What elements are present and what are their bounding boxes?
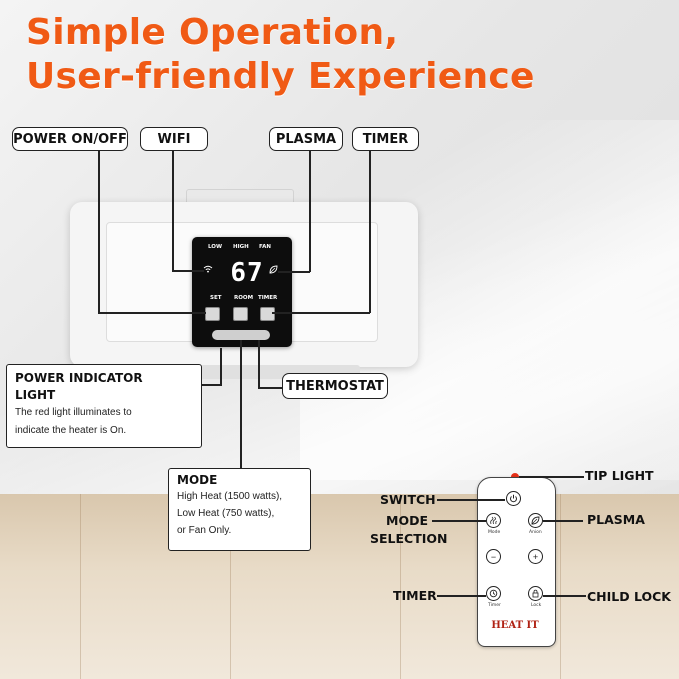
leader-line bbox=[432, 520, 486, 522]
leaf-icon bbox=[269, 265, 278, 276]
mode-title: MODE bbox=[177, 473, 218, 487]
mode-desc-3: or Fan Only. bbox=[177, 525, 232, 536]
leader-line bbox=[543, 595, 586, 597]
power-indicator-title-1: POWER INDICATOR bbox=[15, 371, 143, 385]
leader-line bbox=[437, 595, 486, 597]
floor-seam bbox=[80, 494, 81, 679]
headline-line-1: Simple Operation, bbox=[26, 12, 399, 53]
mode-icon[interactable] bbox=[486, 513, 501, 528]
leader-line bbox=[258, 387, 284, 389]
temperature-display: 67 bbox=[230, 258, 264, 288]
leader-line bbox=[369, 151, 371, 313]
lock-icon[interactable] bbox=[528, 586, 543, 601]
leader-line bbox=[172, 270, 204, 272]
panel-set-label: SET bbox=[210, 295, 222, 301]
floor-seam bbox=[230, 494, 231, 679]
panel-room-label: ROOM bbox=[234, 295, 254, 301]
callout-timer: TIMER bbox=[352, 127, 419, 151]
clock-icon[interactable] bbox=[486, 586, 501, 601]
leader-line bbox=[220, 348, 222, 385]
mode-desc-1: High Heat (1500 watts), bbox=[177, 491, 283, 502]
panel-timer-button[interactable] bbox=[260, 307, 275, 321]
remote-mode-label-2: SELECTION bbox=[370, 531, 448, 546]
leader-line bbox=[309, 151, 311, 272]
leader-line bbox=[172, 151, 174, 271]
remote-lock-caption: Lock bbox=[531, 603, 542, 608]
panel-fan-label: FAN bbox=[259, 244, 271, 250]
remote-timer-label: TIMER bbox=[393, 588, 437, 603]
power-indicator-desc-1: The red light illuminates to bbox=[15, 407, 132, 418]
callout-power-on-off: POWER ON/OFF bbox=[12, 127, 128, 151]
remote-child-lock-label: CHILD LOCK bbox=[587, 589, 671, 604]
leader-line bbox=[98, 312, 206, 314]
mode-card: MODE High Heat (1500 watts), Low Heat (7… bbox=[168, 468, 311, 551]
floor-seam bbox=[560, 494, 561, 679]
leader-line bbox=[272, 312, 370, 314]
minus-icon[interactable]: − bbox=[486, 549, 501, 564]
panel-high-label: HIGH bbox=[233, 244, 249, 250]
leader-line bbox=[200, 384, 222, 386]
leaf-icon[interactable] bbox=[528, 513, 543, 528]
brand-logo: HEAT IT bbox=[491, 620, 539, 631]
wifi-icon bbox=[203, 265, 213, 275]
remote-switch-label: SWITCH bbox=[380, 492, 436, 507]
leader-line bbox=[240, 340, 242, 470]
wood-floor bbox=[0, 494, 679, 679]
power-indicator-desc-2: indicate the heater is On. bbox=[15, 425, 127, 436]
leader-line bbox=[437, 499, 505, 501]
remote-mode-caption: Mode bbox=[488, 530, 501, 535]
panel-timer-label: TIMER bbox=[258, 295, 278, 301]
leader-line bbox=[258, 340, 260, 388]
callout-thermostat: THERMOSTAT bbox=[282, 373, 388, 399]
panel-power-button[interactable] bbox=[205, 307, 220, 321]
remote-mode-label-1: MODE bbox=[386, 513, 428, 528]
leader-line bbox=[543, 520, 583, 522]
power-icon[interactable] bbox=[506, 491, 521, 506]
leader-line bbox=[278, 271, 310, 273]
remote-plasma-label: PLASMA bbox=[587, 512, 645, 527]
remote-anion-caption: Anion bbox=[529, 530, 542, 535]
panel-low-label: LOW bbox=[208, 244, 223, 250]
panel-mode-button[interactable] bbox=[233, 307, 248, 321]
leader-line bbox=[98, 151, 100, 313]
plus-icon[interactable]: + bbox=[528, 549, 543, 564]
floor-seam bbox=[400, 494, 401, 679]
power-indicator-card: POWER INDICATOR LIGHT The red light illu… bbox=[6, 364, 202, 448]
remote-tip-light-label: TIP LIGHT bbox=[585, 468, 654, 483]
thermostat-rocker[interactable] bbox=[212, 330, 270, 340]
tip-light-led bbox=[511, 473, 519, 478]
remote-timer-caption: Timer bbox=[488, 603, 501, 608]
power-indicator-title-2: LIGHT bbox=[15, 388, 56, 402]
callout-wifi: WIFI bbox=[140, 127, 208, 151]
leader-line bbox=[519, 476, 584, 478]
mode-desc-2: Low Heat (750 watts), bbox=[177, 508, 275, 519]
callout-plasma: PLASMA bbox=[269, 127, 343, 151]
control-panel bbox=[192, 237, 292, 347]
headline-line-2: User-friendly Experience bbox=[26, 56, 535, 97]
